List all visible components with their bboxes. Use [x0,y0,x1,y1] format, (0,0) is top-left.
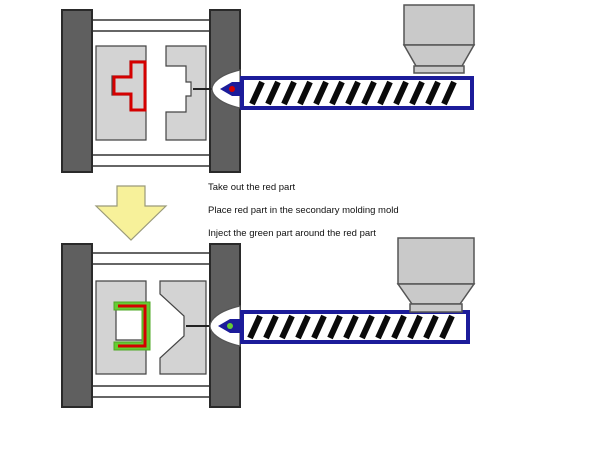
tie-bar-top [91,252,213,265]
screw-flights [247,314,455,340]
step-place-label: Place red part in the secondary molding … [208,205,399,216]
tie-bar-bottom [91,385,213,398]
red-part [112,60,147,112]
step-inject-label: Inject the green part around the red par… [208,228,376,239]
screw-flights [249,80,457,106]
moving-platen [61,243,93,408]
moving-mold-half [95,280,147,375]
tie-bar-bottom [91,154,213,167]
melt-green-dot [227,323,233,329]
step-take-out-label: Take out the red part [208,182,296,193]
moving-platen [61,9,93,173]
down-arrow-icon [94,185,168,241]
hopper [402,4,476,74]
bottom-molding-machine [61,237,476,408]
hopper [396,237,476,313]
melt-red-dot [229,86,235,92]
red-part [118,304,147,348]
fixed-mold-half [165,45,207,141]
tie-bar-top [91,19,213,32]
top-molding-machine [61,4,476,173]
fixed-mold-half [159,280,207,375]
